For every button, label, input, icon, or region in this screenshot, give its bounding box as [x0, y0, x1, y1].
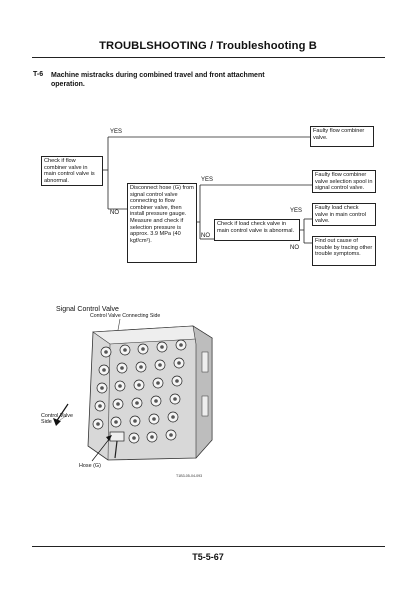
result-find-cause: Find out cause of trouble by tracing oth… [312, 236, 376, 266]
check-flow-combiner-box: Check if flow combiner valve in main con… [41, 156, 103, 186]
footer-rule [32, 546, 385, 547]
result-faulty-combiner: Faulty flow combiner valve. [310, 126, 374, 147]
label-control-valve-side: Control Valve Side [41, 413, 73, 425]
check-load-valve-box: Check if load check valve in main contro… [214, 219, 300, 241]
label-hose-g: Hose (G) [79, 463, 101, 469]
yes-label-1: YES [110, 129, 123, 135]
result-faulty-spool: Faulty flow combiner valve selection spo… [312, 170, 376, 193]
no-label-3: NO [290, 245, 299, 251]
header-rule [32, 57, 385, 58]
yes-label-2: YES [201, 177, 214, 183]
yes-label-3: YES [290, 208, 303, 214]
flowchart-lines [103, 136, 312, 244]
figure-code: T1B3-05-04-093 [176, 474, 203, 478]
disconnect-hose-box: Disconnect hose (G) from signal control … [127, 183, 197, 263]
problem-number: T-6 [33, 71, 44, 78]
page-number: T5-5-67 [192, 552, 224, 562]
result-faulty-load: Faulty load check valve in main control … [312, 203, 376, 226]
figure-subtitle: Control Valve Connecting Side [90, 313, 161, 319]
no-label-2: NO [201, 233, 210, 239]
problem-text: Machine mistracks during combined travel… [51, 72, 265, 88]
figure-title: Signal Control Valve [56, 306, 119, 313]
page-title: TROUBLSHOOTING / Troubleshooting B [99, 40, 317, 52]
no-label-1: NO [110, 210, 119, 216]
